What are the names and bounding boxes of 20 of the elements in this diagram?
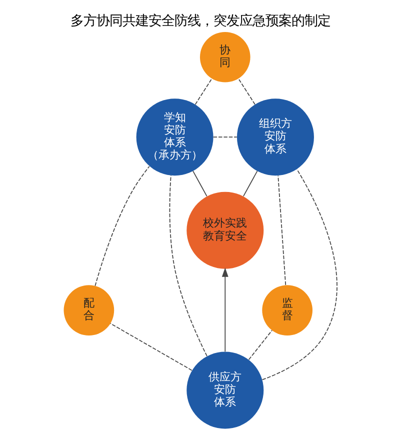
- node-circle: 供应方安防体系: [186, 352, 264, 429]
- diagram-title: 多方协同共建安全防线，突发应急预案的制定: [70, 14, 330, 29]
- node-circle: 协同: [199, 32, 250, 82]
- arrow: [221, 268, 228, 352]
- connector: [110, 323, 192, 371]
- node-circle: 校外实践教育安全: [186, 192, 264, 269]
- connector: [248, 330, 272, 360]
- connector: [168, 175, 207, 357]
- node-circle: 组织方安防体系: [236, 98, 314, 176]
- connector: [192, 170, 207, 197]
- node-circle: 学知安防体系（承办方）: [136, 98, 213, 176]
- connector: [242, 170, 258, 197]
- connector: [238, 78, 255, 105]
- connector: [212, 136, 237, 138]
- connector: [277, 175, 286, 286]
- node-circle: 监督: [262, 285, 312, 336]
- node-circle: 配合: [63, 285, 114, 336]
- connector: [194, 78, 212, 105]
- connector: [94, 166, 150, 286]
- connector: [261, 168, 337, 380]
